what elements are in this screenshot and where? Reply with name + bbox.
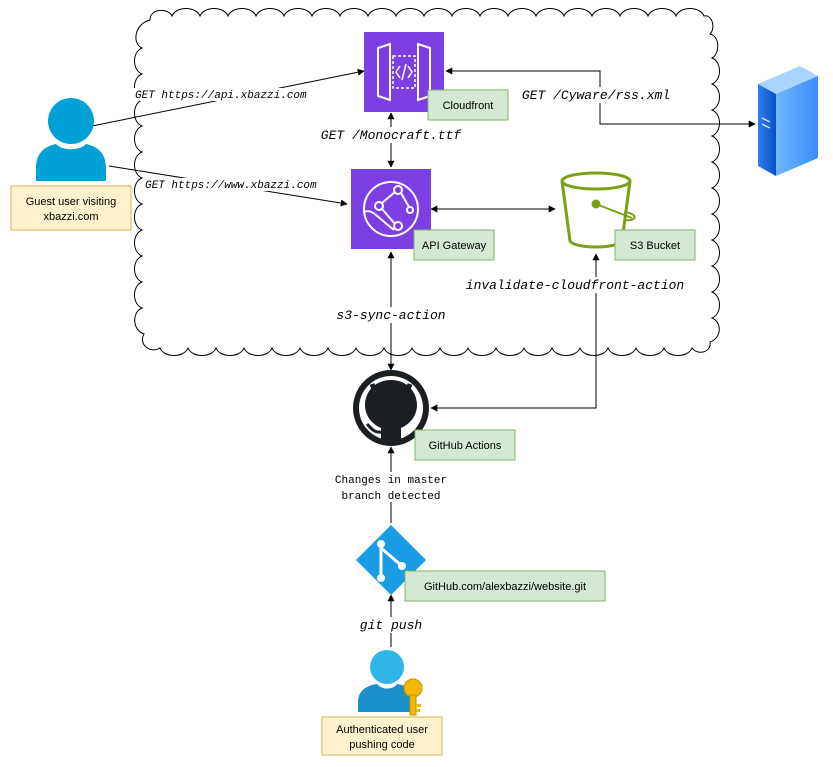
- api-gateway-label: API Gateway: [422, 240, 487, 252]
- repo-node[interactable]: GitHub.com/alexbazzi/website.git: [356, 525, 606, 602]
- cloudfront-icon: [363, 181, 419, 237]
- edge-label-get-font: GET /Monocraft.ttf: [321, 128, 463, 143]
- edge-label-git-push: git push: [360, 618, 422, 633]
- user-key-icon: [358, 650, 423, 716]
- edge-s3-to-actions: [430, 253, 600, 412]
- guest-user-node[interactable]: Guest user visiting xbazzi.com: [10, 98, 132, 231]
- edge-label-changes-line2: branch detected: [341, 491, 440, 503]
- auth-user-node[interactable]: Authenticated user pushing code: [321, 650, 443, 756]
- repo-label: GitHub.com/alexbazzi/website.git: [424, 581, 586, 593]
- s3-bucket-node[interactable]: S3 Bucket: [560, 171, 696, 261]
- bucket-icon: [560, 171, 636, 249]
- user-icon: [36, 98, 106, 181]
- edge-label-invalidate: invalidate-cloudfront-action: [466, 278, 684, 293]
- github-octocat-icon: [353, 370, 429, 446]
- auth-user-label-line1: Authenticated user: [336, 724, 428, 736]
- auth-user-label-line2: pushing code: [349, 739, 414, 751]
- edge-label-get-rss: GET /Cyware/rss.xml: [522, 88, 670, 103]
- github-actions-label: GitHub Actions: [429, 440, 502, 452]
- edge-label-s3-sync: s3-sync-action: [336, 308, 445, 323]
- api-gateway-node[interactable]: API Gateway: [351, 169, 495, 261]
- edge-label-get-www: GET https://www.xbazzi.com: [145, 180, 317, 192]
- server-node[interactable]: [758, 66, 818, 176]
- guest-user-label-line1: Guest user visiting: [26, 196, 116, 208]
- api-gateway-icon: [377, 42, 431, 102]
- edge-label-changes-line1: Changes in master: [335, 475, 447, 487]
- s3-bucket-label: S3 Bucket: [630, 240, 680, 252]
- server-icon: [758, 66, 818, 176]
- cloudfront-label: Cloudfront: [443, 100, 494, 112]
- edge-label-get-api: GET https://api.xbazzi.com: [135, 90, 307, 102]
- edge-labels: GET https://api.xbazzi.com GET https://w…: [134, 87, 696, 633]
- cloudfront-node[interactable]: Cloudfront: [364, 32, 509, 121]
- guest-user-label-line2: xbazzi.com: [43, 211, 98, 223]
- github-actions-node[interactable]: GitHub Actions: [353, 370, 516, 461]
